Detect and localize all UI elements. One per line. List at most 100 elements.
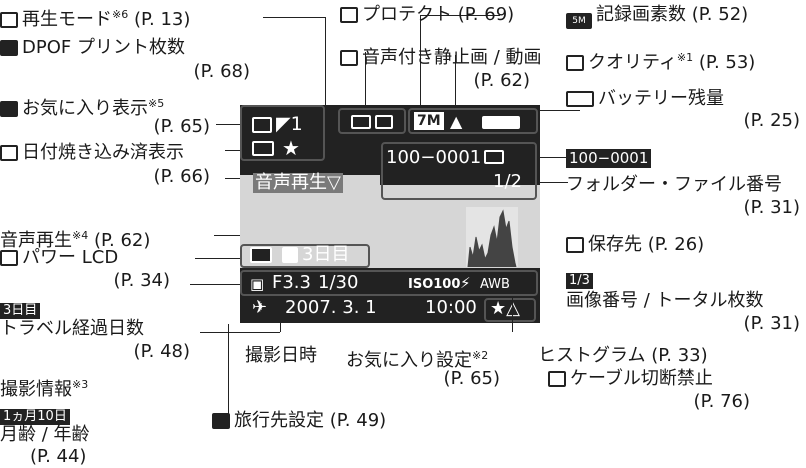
audio-icon [375, 115, 393, 129]
battery-page: (P. 25) [743, 110, 800, 131]
folder-badge: 100−0001 [566, 149, 652, 168]
audio-still-page: (P. 62) [473, 70, 530, 91]
leader [200, 332, 280, 333]
favorite-setting-page: (P. 65) [443, 368, 500, 389]
power-lcd-label: パワー LCD [0, 247, 118, 269]
folder-label: フォルダー・ファイル番号 [566, 174, 782, 195]
folder-number-box [381, 142, 537, 200]
moon-age-badge: 1ヵ月10日 [0, 409, 70, 425]
power-lcd-icon [0, 250, 18, 266]
cable-icon [548, 371, 566, 387]
camera-icon: ▣ [250, 275, 265, 293]
audio-still-icon [340, 50, 358, 66]
image-no-label: 画像番号 / トータル枚数 [566, 290, 764, 311]
plane-icon: ✈ [252, 297, 268, 318]
travel-days-tag: 3日目 [0, 298, 41, 320]
pixels-icon: 5M [566, 13, 592, 29]
playback-mode-icon [0, 12, 18, 28]
favorite-display-label: お気に入り表示※5 [0, 93, 164, 120]
travel-days-page: (P. 48) [133, 341, 190, 362]
moon-age-label: 月齢 / 年齢 [0, 424, 90, 445]
dpof-page: (P. 68) [193, 61, 250, 82]
favorite-star: ★ [282, 136, 300, 160]
image-no-tag: 1/3 [566, 268, 593, 290]
leader [365, 52, 366, 108]
leader [263, 17, 325, 18]
power-lcd-page: (P. 34) [113, 270, 170, 291]
leader [538, 110, 580, 111]
battery-icon [566, 91, 594, 107]
power-lcd-icon [250, 247, 272, 263]
leader [195, 258, 240, 259]
histogram-graph [466, 207, 518, 267]
leader [225, 178, 240, 179]
leader [325, 17, 326, 107]
leader [190, 284, 240, 285]
date-stamp-icon [252, 141, 274, 156]
travel-dest-label: 旅行先設定 (P. 49) [212, 410, 386, 432]
storage-icon [566, 237, 584, 253]
moon-age-tag: 1ヵ月10日 [0, 404, 70, 426]
leader [538, 157, 568, 158]
dpof-label: DPOF プリント枚数 [0, 37, 185, 59]
leader [455, 55, 456, 108]
favorite-setting-label: お気に入り設定※2 [346, 349, 489, 371]
cable-label: ケーブル切断禁止 [548, 368, 713, 390]
iso-value: ISO100 [408, 277, 461, 292]
protect-label: プロテクト (P. 69) [340, 4, 514, 26]
battery-icon [482, 116, 520, 129]
flash-icon: ⚡ [460, 274, 471, 292]
leader [214, 235, 240, 236]
date-stamped-label: 日付焼き込み済表示 [0, 142, 184, 164]
leader [228, 324, 229, 420]
leader [538, 182, 568, 183]
image-no-page: (P. 31) [743, 313, 800, 334]
protect-audio-box [338, 108, 406, 134]
date-stamp-icon [0, 145, 18, 161]
fav-symbols: ★△ [490, 298, 520, 319]
folder-tag: 100−0001 [566, 147, 652, 169]
aperture-value: F3.3 [272, 272, 311, 293]
audio-playback-desc: 音声再生※4 (P. 62) [0, 229, 151, 251]
folder-page: (P. 31) [743, 197, 800, 218]
favorite-display-page: (P. 65) [153, 116, 210, 137]
mode-group-box [240, 105, 325, 161]
audio-still-label: 音声付き静止画 / 動画 [340, 47, 542, 69]
shutter-value: 1/30 [318, 272, 359, 293]
dpof-count: ◤1 [276, 113, 303, 135]
leader [225, 150, 240, 151]
leader [280, 296, 281, 332]
travel-days-badge: 3日目 [0, 303, 41, 319]
time-value: 10:00 [425, 297, 477, 318]
leader [420, 15, 421, 108]
size-icon: 7M [414, 112, 444, 130]
plane-icon [212, 413, 230, 429]
playback-icon [252, 117, 272, 133]
shooting-info-label: 撮影情報※3 [0, 378, 89, 400]
image-no-badge: 1/3 [566, 273, 593, 289]
moon-age-page: (P. 44) [30, 446, 87, 467]
image-counter: 1/2 [493, 171, 522, 192]
shooting-info-box [240, 270, 538, 296]
star-icon [0, 101, 18, 117]
quality-battery-box [408, 108, 538, 134]
cable-page: (P. 76) [693, 391, 750, 412]
travel-icon [282, 247, 298, 263]
power-days-box [240, 244, 370, 268]
leader [420, 15, 500, 16]
date-value: 2007. 3. 1 [285, 297, 377, 318]
leader [512, 296, 513, 332]
audio-playback-label[interactable]: 音声再生▽ [253, 172, 343, 193]
dpof-icon [0, 40, 18, 56]
folder-band [380, 155, 540, 185]
quality-icon [566, 55, 584, 71]
folder-file-number: 100−0001 [386, 147, 482, 168]
quality-label: クオリティ※1 (P. 53) [566, 47, 755, 74]
wb-value: AWB [480, 277, 510, 292]
fav-symbols-box [484, 298, 536, 322]
quality-icon: ▲ [450, 112, 463, 131]
days-label: 3日目 [302, 244, 350, 265]
protect-icon [351, 115, 371, 129]
storage-label: 保存先 (P. 26) [566, 234, 704, 256]
